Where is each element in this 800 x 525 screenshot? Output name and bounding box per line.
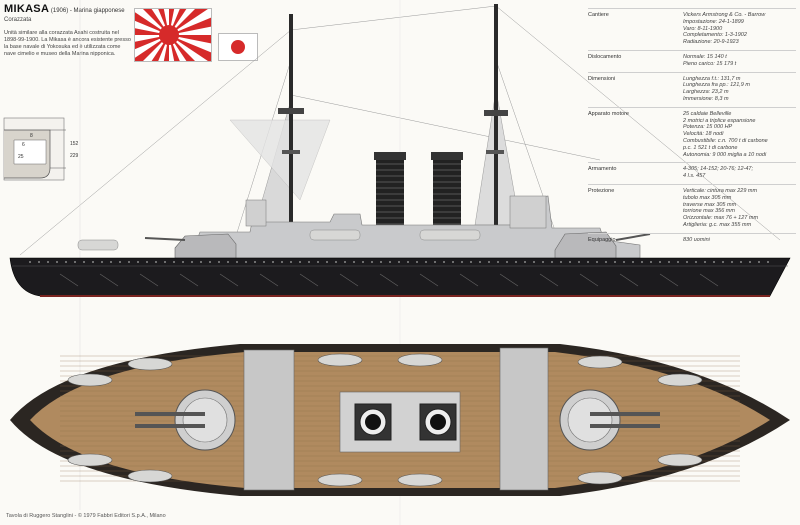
dim-label: 25 bbox=[18, 154, 24, 160]
spec-value: Combustibile: c.n. 700 t di carbone bbox=[683, 137, 768, 144]
ship-navy: - Marina giapponese bbox=[69, 8, 125, 14]
spec-label: Dimensioni bbox=[588, 75, 616, 82]
spec-value: Velocità: 18 nodi bbox=[683, 131, 724, 138]
spec-value: Immersione: 8,3 m bbox=[683, 95, 729, 102]
spec-label: Equipaggio bbox=[588, 236, 616, 243]
ship-name: MIKASA bbox=[4, 3, 50, 15]
spec-row: Armamento 4-305; 14-152; 20-76; 12-47;4 l… bbox=[588, 162, 796, 184]
armor-section: 8 6 25 152 229 bbox=[3, 117, 79, 181]
spec-label: Cantiere bbox=[588, 12, 609, 18]
plan-view bbox=[10, 344, 790, 496]
spec-value: Vickers Armstrong & Co. - Barrow bbox=[683, 12, 766, 18]
spec-value: 830 uomini bbox=[683, 236, 710, 243]
spec-value: p.c. 1 521 t di carbone bbox=[683, 144, 738, 151]
spec-value: Orizzontale: max 76 + 127 mm bbox=[683, 215, 759, 222]
spec-value: Impostazione: 24-1-1899 bbox=[683, 18, 744, 25]
lifeboat bbox=[397, 353, 443, 367]
spec-value: Lunghezza f.t.: 131,7 m bbox=[683, 75, 741, 82]
lifeboat bbox=[317, 353, 363, 367]
lifeboat bbox=[577, 355, 623, 369]
spec-value: Varo: 8-11-1900 bbox=[683, 25, 723, 32]
fore-mast bbox=[289, 14, 293, 246]
spec-value: Artiglieria: g.c. max 355 mm bbox=[683, 221, 752, 228]
lifeboat bbox=[67, 373, 113, 387]
spec-value: Lunghezza fra pp.: 121,9 m bbox=[683, 82, 750, 89]
ship-type: Corazzata bbox=[4, 16, 32, 23]
spec-value: traverse max 305 mm bbox=[683, 201, 737, 208]
lifeboat bbox=[657, 453, 703, 467]
dim-label: 229 bbox=[70, 153, 79, 159]
dim-label: 6 bbox=[22, 142, 25, 148]
specs-table: Cantiere Vickers Armstrong & Co. - Barrow… bbox=[588, 8, 796, 248]
credit-line: Tavola di Ruggero Stanglini - © 1979 Fab… bbox=[6, 513, 166, 519]
spec-values: 830 uomini bbox=[683, 237, 796, 244]
spec-value: Autonomia: 9 000 miglia a 10 nodi bbox=[683, 151, 767, 158]
spec-value: torrione max 356 mm bbox=[683, 208, 735, 215]
lifeboat bbox=[67, 453, 113, 467]
lifeboat bbox=[397, 473, 443, 487]
funnel-aft bbox=[431, 152, 463, 238]
ship-year: (1906) bbox=[50, 8, 69, 14]
spec-row: Cantiere Vickers Armstrong & Co. - Barrow… bbox=[588, 8, 796, 50]
spec-values: 4-305; 14-152; 20-76; 12-47;4 l.s. 457 bbox=[683, 166, 796, 180]
spec-value: Pieno carico: 15 179 t bbox=[683, 60, 737, 67]
spec-value: Completamento: 1-3-1902 bbox=[683, 32, 747, 39]
funnel-fore bbox=[374, 152, 406, 238]
main-mast bbox=[494, 4, 498, 244]
title-block: MIKASA (1906) - Marina giapponese Corazz… bbox=[4, 3, 132, 58]
lifeboat bbox=[657, 373, 703, 387]
spec-row: Protezione Verticale: cintura max 229 mm … bbox=[588, 183, 796, 233]
lifeboat bbox=[127, 357, 173, 371]
spec-values: Verticale: cintura max 229 mm tubolo max… bbox=[683, 188, 796, 229]
spec-value: 25 caldaie Belleville bbox=[683, 110, 732, 117]
ship-description: Unità similare alla corazzata Asahi cost… bbox=[4, 30, 131, 57]
rising-sun-flag-icon bbox=[134, 8, 212, 62]
spec-value: Potenza: 15 000 HP bbox=[683, 124, 733, 131]
spec-value: 4-305; 14-152; 20-76; 12-47; bbox=[683, 166, 754, 173]
spec-label: Protezione bbox=[588, 187, 615, 194]
lifeboat bbox=[317, 473, 363, 487]
aft-turret-plan bbox=[559, 389, 660, 451]
spec-value: Radiazione: 20-9-1923 bbox=[683, 39, 739, 46]
dim-label: 8 bbox=[30, 133, 33, 139]
fore-turret bbox=[174, 233, 237, 259]
spec-value: 4 l.s. 457 bbox=[683, 173, 706, 180]
lifeboat bbox=[577, 471, 623, 485]
funnel-top-fore bbox=[354, 403, 392, 441]
hinomaru-flag-icon bbox=[218, 33, 258, 61]
lifeboat bbox=[127, 469, 173, 483]
spec-row: Equipaggio 830 uomini bbox=[588, 232, 796, 248]
spec-label: Apparato motore bbox=[588, 110, 629, 117]
spec-value: Verticale: cintura max 229 mm bbox=[683, 187, 758, 194]
hull-profile bbox=[9, 257, 791, 297]
spec-value: 2 motrici a triplice espansione bbox=[683, 117, 756, 124]
spec-value: tubolo max 305 mm bbox=[683, 194, 732, 201]
spec-value: Larghezza: 23,2 m bbox=[683, 89, 729, 96]
dim-label: 152 bbox=[70, 141, 79, 147]
spec-value: Normale: 15 140 t bbox=[683, 53, 727, 60]
profile-view bbox=[9, 4, 791, 297]
fore-turret-plan bbox=[135, 389, 236, 451]
spec-label: Armamento bbox=[588, 166, 617, 173]
funnel-top-aft bbox=[419, 403, 457, 441]
spec-label: Dislocamento bbox=[588, 53, 622, 60]
